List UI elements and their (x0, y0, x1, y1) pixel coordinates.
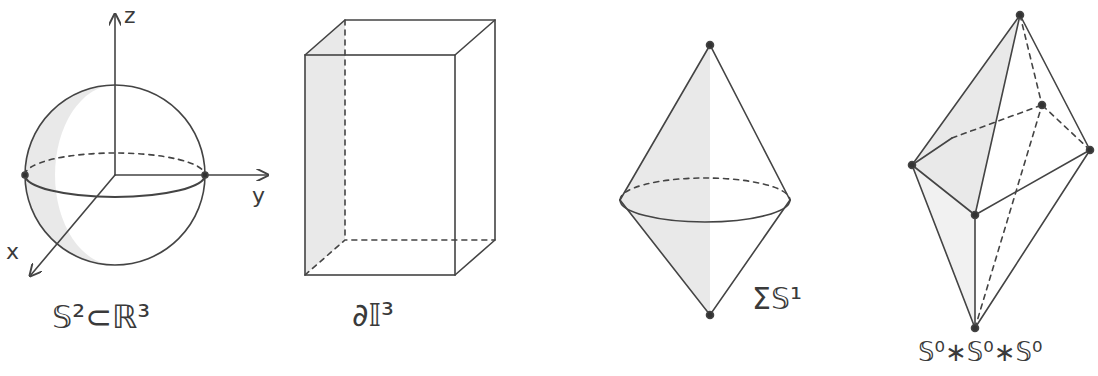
suspension-figure (620, 42, 790, 319)
figure-caption: ∂𝕀³ (352, 298, 394, 333)
figure-caption: 𝕊⁰∗𝕊⁰∗𝕊⁰ (918, 338, 1042, 367)
axis-label: z (124, 4, 136, 28)
sphere-figure (22, 14, 268, 276)
axis-label: x (6, 240, 19, 264)
axis-label: y (252, 184, 265, 208)
figure-caption: Σ𝕊¹ (752, 282, 802, 315)
cube-figure (305, 20, 495, 275)
figure-caption: 𝕊²⊂ℝ³ (52, 300, 150, 335)
octahedron-figure (909, 12, 1094, 332)
